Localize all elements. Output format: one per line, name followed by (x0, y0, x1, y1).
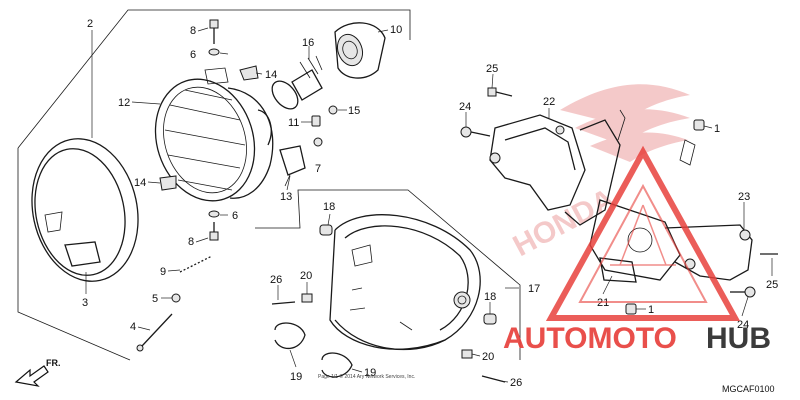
callout-1-lower: 1 (648, 304, 654, 316)
headlight-unit (154, 67, 274, 202)
headlight-rim (31, 138, 139, 282)
headlight-case (329, 214, 481, 351)
callout-17: 17 (528, 283, 540, 295)
callout-4: 4 (130, 321, 136, 333)
callout-26-upper: 26 (270, 274, 282, 286)
callout-2: 2 (87, 18, 93, 30)
callout-1-upper: 1 (714, 123, 720, 135)
copyright-text: Page 1/1 © 2014 Ary Network Services, In… (318, 373, 415, 380)
front-label: FR. (46, 358, 61, 368)
callout-22: 22 (543, 96, 555, 108)
callout-16: 16 (302, 37, 314, 49)
bulb-dust-cover (334, 22, 386, 79)
headlight-bulb (271, 55, 323, 110)
grommet-right (483, 313, 497, 325)
callout-24-upper: 24 (459, 101, 471, 113)
collar-right (461, 349, 473, 359)
watermark-word-automoto: AUTOMOTO (503, 322, 677, 355)
callout-6-lower: 6 (232, 210, 238, 222)
callout-20-upper: 20 (300, 270, 312, 282)
diagram-code: MGCAF0100 (722, 384, 775, 394)
callout-11: 11 (288, 117, 299, 129)
callout-12: 12 (118, 97, 130, 109)
group-boundary-left-lower (17, 148, 131, 361)
front-direction-arrow: FR. (14, 358, 61, 387)
callout-6-upper: 6 (190, 49, 196, 61)
callout-14-lower: 14 (134, 177, 146, 189)
watermark-triangle (545, 145, 741, 321)
clip-lower (159, 175, 177, 191)
callout-23: 23 (738, 191, 750, 203)
callout-18-lower: 18 (484, 291, 496, 303)
wire-clamp-b (321, 352, 353, 378)
callout-8-lower: 8 (188, 236, 194, 248)
group-boundary-right (255, 189, 521, 360)
wire-clamp-a (274, 322, 306, 350)
automotohub-watermark: AUTOMOTO HUB (503, 145, 771, 355)
callout-labels: 2 3 4 5 6 6 7 8 8 9 10 11 12 13 14 14 15… (82, 18, 778, 389)
callout-19-left: 19 (290, 371, 302, 383)
watermark-word-hub: HUB (706, 322, 771, 355)
callout-7: 7 (315, 163, 321, 175)
callout-24-lower: 24 (737, 319, 749, 331)
callout-9: 9 (160, 266, 166, 278)
callout-15: 15 (348, 105, 360, 117)
mounting-hardware (136, 19, 220, 352)
group-boundary-left (17, 9, 411, 149)
collar-left (301, 293, 313, 303)
callout-19-right: 19 (364, 367, 376, 379)
callout-8-upper: 8 (190, 25, 196, 37)
bulb-socket-parts (279, 105, 338, 187)
callout-20-lower: 20 (482, 351, 494, 363)
callout-10: 10 (390, 24, 402, 36)
leader-lines (85, 27, 773, 383)
callout-25-lower: 25 (766, 279, 778, 291)
grommet-left (319, 224, 333, 236)
callout-13: 13 (280, 191, 292, 203)
callout-26-lower: 26 (510, 377, 522, 389)
callout-25-upper: 25 (486, 63, 498, 75)
clip-upper (239, 65, 259, 81)
callout-18-upper: 18 (323, 201, 335, 213)
callout-14-upper: 14 (265, 69, 277, 81)
callout-3: 3 (82, 297, 88, 309)
callout-5: 5 (152, 293, 158, 305)
bolt-26-left (271, 301, 296, 305)
